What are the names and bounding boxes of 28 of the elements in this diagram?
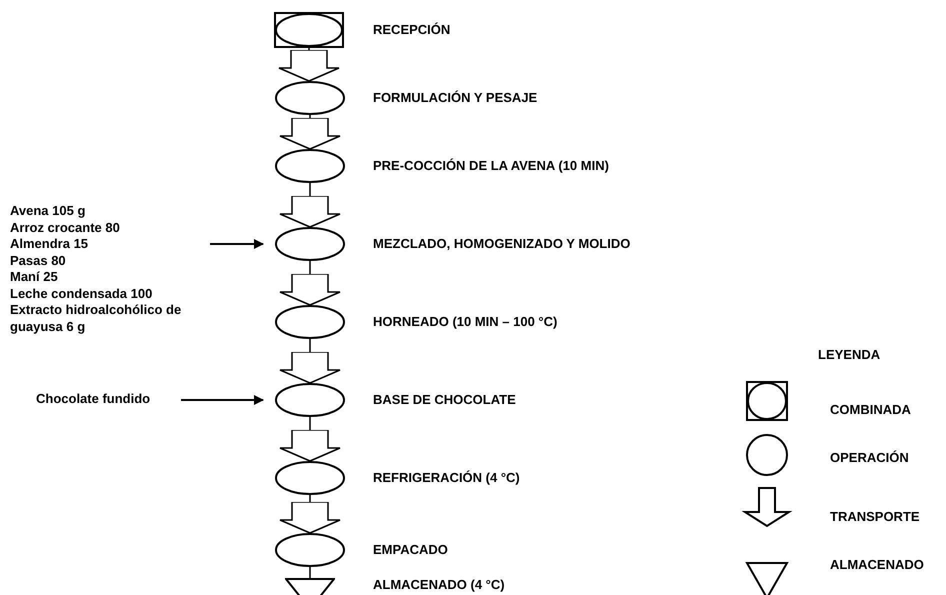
legend-label: OPERACIÓN <box>830 450 909 465</box>
legend-label: COMBINADA <box>830 402 911 417</box>
operation-ellipse <box>275 305 345 339</box>
operation-ellipse <box>275 383 345 417</box>
step-label: EMPACADO <box>373 542 448 557</box>
arrow <box>210 239 264 249</box>
operation-ellipse <box>275 81 345 115</box>
step-label: FORMULACIÓN Y PESAJE <box>373 90 538 105</box>
step-label: RECEPCIÓN <box>373 22 450 37</box>
step-label: HORNEADO (10 MIN – 100 °C) <box>373 314 558 329</box>
combined-symbol <box>274 12 344 48</box>
step-label: REFRIGERACIÓN (4 °C) <box>373 470 520 485</box>
legend-title: LEYENDA <box>818 347 880 362</box>
operation-ellipse <box>275 461 345 495</box>
step-label: BASE DE CHOCOLATE <box>373 392 516 407</box>
ingredient-text: Chocolate fundido <box>36 391 196 408</box>
operation-ellipse <box>275 149 345 183</box>
operation-ellipse <box>275 227 345 261</box>
operation-ellipse <box>275 533 345 567</box>
legend-label: ALMACENADO <box>830 557 924 572</box>
arrow <box>181 395 264 405</box>
step-label: MEZCLADO, HOMOGENIZADO Y MOLIDO <box>373 236 630 251</box>
legend-label: TRANSPORTE <box>830 509 920 524</box>
connector-line <box>309 567 311 578</box>
ingredient-text: Avena 105 g Arroz crocante 80 Almendra 15 Pasas 80 Maní 25 Leche condensada 100 Extracto hidroalcohólico de guayusa 6 g <box>10 203 225 335</box>
storage-triangle <box>285 578 335 595</box>
step-label: ALMACENADO (4 °C) <box>373 577 505 592</box>
step-label: PRE-COCCIÓN DE LA AVENA (10 MIN) <box>373 158 609 173</box>
